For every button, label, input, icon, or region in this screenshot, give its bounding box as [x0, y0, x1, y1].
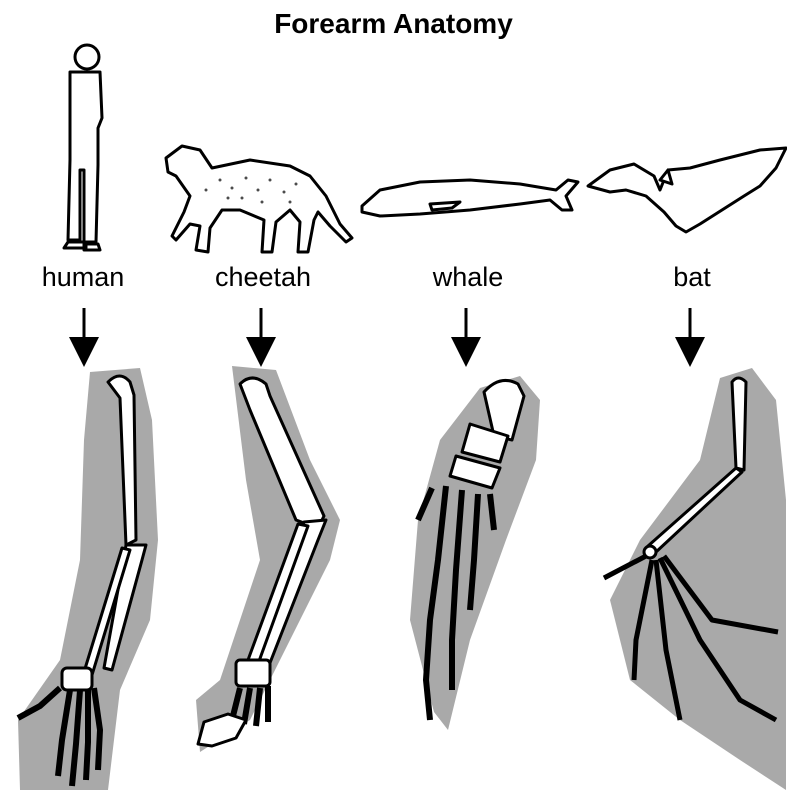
cheetah-icon — [166, 146, 352, 252]
whale-icon — [362, 180, 578, 216]
down-arrow-icon — [84, 308, 690, 352]
cheetah-arm-bones — [196, 366, 340, 752]
bat-icon — [588, 148, 786, 232]
whale-flipper-bones — [410, 376, 540, 730]
human-figure-icon — [64, 45, 102, 250]
human-arm-bones — [18, 368, 158, 790]
bat-wing-bones — [604, 368, 786, 790]
